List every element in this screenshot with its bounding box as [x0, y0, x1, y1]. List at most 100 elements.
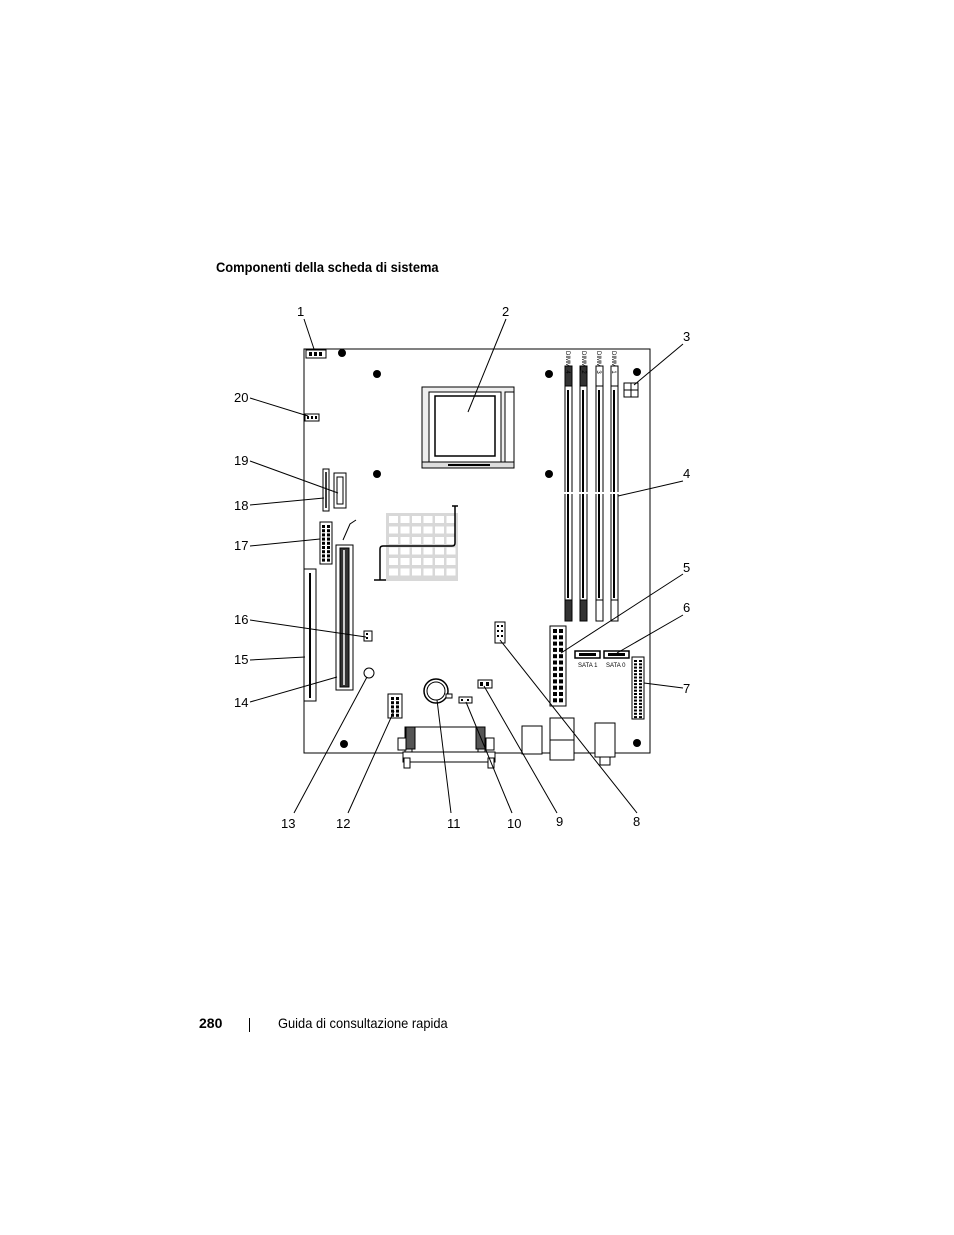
pin: [396, 701, 399, 705]
pin: [553, 698, 557, 703]
heatsink-fin: [423, 547, 433, 555]
pin: [634, 676, 637, 679]
callout-11: 11: [447, 816, 461, 831]
heatsink-fin: [435, 568, 444, 576]
pin: [553, 654, 557, 659]
heatsink-fin: [389, 526, 398, 534]
pin: [553, 647, 557, 652]
pin: [634, 686, 637, 689]
callout-10: 10: [507, 816, 521, 831]
pin: [559, 692, 563, 696]
heatsink-fin: [389, 558, 398, 565]
pin: [559, 647, 563, 652]
callout-12: 12: [336, 816, 350, 831]
pin: [327, 541, 330, 545]
pin: [639, 660, 642, 662]
callout-9: 9: [556, 814, 563, 829]
pin: [634, 706, 637, 709]
pci-slot: [303, 568, 317, 702]
pin: [634, 660, 637, 662]
pin: [322, 558, 325, 562]
heatsink-fin: [400, 526, 410, 534]
heatsink-fin: [446, 558, 456, 565]
pin: [634, 683, 637, 686]
dimm-label: DIMM_4: [564, 351, 570, 374]
callout-17: 17: [234, 538, 248, 553]
pin: [322, 550, 325, 554]
sata1-label: SATA 1: [578, 663, 598, 669]
main-power-connector: [549, 625, 567, 707]
pin: [559, 641, 563, 646]
heatsink-fin: [400, 547, 410, 555]
heatsink-fin: [412, 516, 421, 523]
pin: [634, 669, 637, 672]
callout-20: 20: [234, 390, 248, 405]
heatsink-fin: [446, 526, 456, 534]
heatsink-fin: [423, 537, 433, 544]
rear-io-panel: [397, 717, 616, 769]
heatsink-fin: [412, 558, 421, 565]
pci-express-x16-slot: [335, 544, 354, 691]
pin: [634, 702, 637, 705]
pin: [559, 666, 563, 671]
pin: [322, 529, 325, 533]
pin: [639, 666, 642, 669]
heatsink-fin: [446, 537, 456, 544]
pin: [391, 697, 394, 700]
pin: [327, 550, 330, 554]
pin: [639, 689, 642, 692]
callout-14: 14: [234, 695, 248, 710]
pin: [634, 709, 637, 712]
pin: [559, 629, 563, 633]
footer-title: Guida di consultazione rapida: [278, 1015, 448, 1031]
pin: [559, 698, 563, 703]
heatsink-fin: [423, 516, 433, 523]
heatsink-fin: [400, 516, 410, 523]
pin: [634, 663, 637, 666]
pin: [322, 525, 325, 528]
pin: [396, 697, 399, 700]
pin: [639, 712, 642, 715]
heatsink-fin: [446, 516, 456, 523]
callout-5: 5: [683, 560, 690, 575]
pin: [322, 533, 325, 537]
heatsink-fin: [389, 537, 398, 544]
callout-4: 4: [683, 466, 690, 481]
page-number: 280: [199, 1015, 223, 1031]
heatsink-fin: [400, 558, 410, 565]
footer-separator: [249, 1018, 250, 1032]
board-outline: [303, 348, 651, 754]
pin: [553, 641, 557, 646]
dimm-label: DIMM_1: [610, 351, 616, 374]
callout-6: 6: [683, 600, 690, 615]
pin: [553, 679, 557, 684]
jumper-10: [458, 696, 473, 704]
callout-19: 19: [234, 453, 248, 468]
heatsink-fin: [412, 547, 421, 555]
heatsink-fin: [446, 547, 456, 555]
heatsink-fin: [435, 547, 444, 555]
pin: [391, 705, 394, 709]
dimm-label: DIMM_2: [580, 351, 586, 374]
heatsink-fin: [435, 537, 444, 544]
callout-15: 15: [234, 652, 248, 667]
pin: [639, 683, 642, 686]
callout-18: 18: [234, 498, 248, 513]
pin: [327, 537, 330, 541]
pin: [639, 669, 642, 672]
pin: [639, 696, 642, 699]
pin: [639, 699, 642, 702]
heatsink-fin: [423, 526, 433, 534]
pin: [322, 546, 325, 549]
pin: [391, 701, 394, 705]
pin: [559, 679, 563, 684]
pin: [322, 554, 325, 558]
pin: [396, 709, 399, 713]
callout-2: 2: [502, 304, 509, 319]
mounting-holes: [338, 349, 641, 748]
dimm-labels: DIMM_4 DIMM_2 DIMM_3 DIMM_1: [564, 351, 616, 374]
pin: [639, 702, 642, 705]
speaker-13: [363, 667, 375, 679]
heatsink-fin: [412, 526, 421, 534]
